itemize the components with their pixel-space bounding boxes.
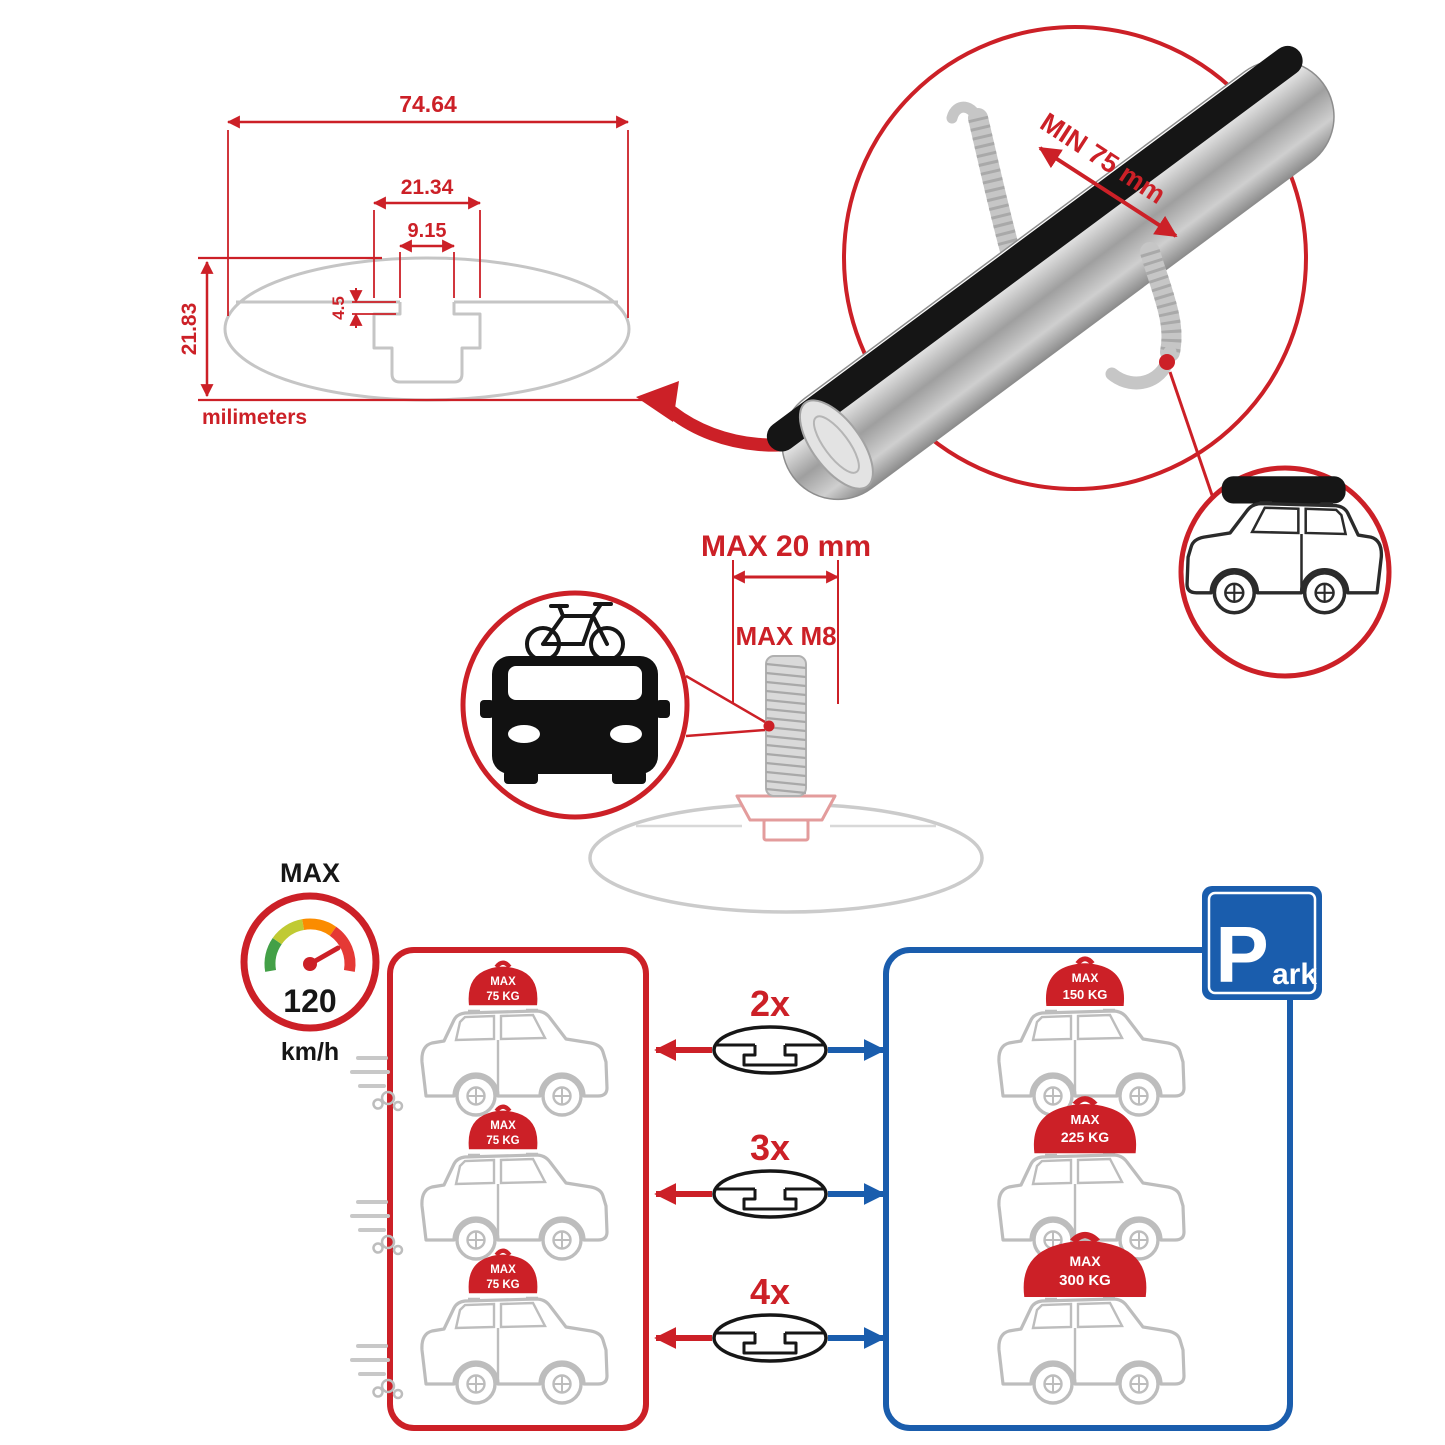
roofbox-car-circle [1178, 465, 1392, 679]
car-mirror-right [656, 700, 670, 718]
bag-max-label: MAX [490, 1120, 516, 1132]
bag-max-label: MAX [490, 1264, 516, 1276]
profile-t-slot-channel [372, 302, 482, 384]
bag-weight-value: 75 KG [486, 1279, 519, 1291]
bag-weight-value: 75 KG [486, 1135, 519, 1147]
speed-max-label: MAX [280, 858, 340, 888]
gauge-yellow [272, 919, 305, 945]
dim-lip-depth: 4.5 [329, 296, 348, 320]
bar-end-cap-inner [812, 415, 860, 474]
speed-units: km/h [281, 1038, 339, 1066]
bag-weight-value: 225 KG [1061, 1129, 1109, 1145]
bolt-callout-dot [763, 720, 775, 732]
parked-car-row-2: MAX 225 KG [997, 1099, 1186, 1261]
bag-max-label: MAX [490, 976, 516, 988]
crossbar-detail-circle: MIN 75 mm [766, 25, 1335, 501]
motion-lines [350, 1200, 404, 1256]
parking-sign: P ark [1202, 886, 1322, 1000]
bar-count-label: 4x [750, 1271, 790, 1312]
driving-car-row-1: MAX 75 KG [350, 963, 609, 1117]
dim-slot-width: 9.15 [408, 220, 447, 242]
crossbar-section-icon [712, 1025, 828, 1075]
t-nut-plate [735, 794, 837, 822]
callout-leader-line [1168, 371, 1215, 499]
bar-count-row-3: 4x [654, 1271, 886, 1363]
profile-cross-section-diagram: 74.64 21.34 9.15 4.5 21.83 milimeters [178, 91, 648, 429]
parking-sign-letter: P [1215, 910, 1268, 999]
motion-lines [350, 1056, 404, 1112]
bag-weight-value: 75 KG [486, 991, 519, 1003]
bag-max-label: MAX [1069, 1253, 1101, 1269]
bar-count-row-1: 2x [654, 983, 886, 1075]
motion-lines [350, 1344, 404, 1400]
bolt-max-length-label: MAX 20 mm [701, 530, 871, 563]
units-label: milimeters [202, 406, 307, 429]
suv-car-icon [420, 1152, 609, 1261]
car-front-icon [480, 656, 670, 784]
suv-car-icon [997, 1296, 1186, 1405]
speedometer: MAX 120 km/h [240, 858, 380, 1066]
suv-car-icon [420, 1296, 609, 1405]
bag-max-label: MAX [1071, 1112, 1100, 1127]
gauge-orange [302, 918, 337, 936]
profile-outer-ellipse [223, 256, 631, 402]
parking-sign-border [1207, 891, 1317, 995]
car-headlight-left [508, 725, 540, 743]
parking-box [883, 947, 1293, 1431]
crossbar-section-icon [712, 1169, 828, 1219]
bag-weight-value: 150 KG [1063, 987, 1108, 1002]
driving-car-row-2: MAX 75 KG [350, 1107, 609, 1261]
bolt-threads [765, 662, 807, 795]
driving-box [387, 947, 649, 1431]
speed-value: 120 [283, 983, 336, 1019]
bar-body [781, 59, 1335, 501]
roof-cargo-box [1221, 476, 1346, 504]
bag-weight-value: 300 KG [1059, 1272, 1111, 1289]
strap-lower [1140, 242, 1182, 362]
suv-car-icon [420, 1008, 609, 1117]
parked-car-row-3: MAX 300 KG [997, 1235, 1186, 1405]
crossbar-section-icon [712, 1313, 828, 1363]
car-mirror-left [480, 700, 494, 718]
bar-end-cap [798, 399, 874, 490]
callout-dot [1159, 354, 1175, 370]
min-clamp-arrow [1038, 146, 1178, 238]
bar-count-label: 2x [750, 983, 790, 1024]
driving-car-row-3: MAX 75 KG [350, 1251, 609, 1405]
dim-channel-width: 21.34 [401, 176, 454, 199]
parking-sign-panel [1202, 886, 1322, 1000]
parking-sign-suffix: ark [1272, 958, 1317, 991]
gauge-hub [303, 957, 317, 971]
bar-count-row-2: 3x [654, 1127, 886, 1219]
car-headlight-right [610, 725, 642, 743]
strap-upper-ribs [968, 115, 1022, 261]
dim-overall-width: 74.64 [399, 91, 457, 117]
callout-wedge [685, 674, 766, 738]
bolt-diagram: MAX 20 mm MAX M8 [460, 530, 984, 914]
gauge-red [329, 926, 356, 972]
bolt-max-thread-label: MAX M8 [735, 621, 836, 651]
roofbox-car [1185, 476, 1384, 615]
dim-overall-height: 21.83 [178, 303, 201, 356]
bag-max-label: MAX [1072, 971, 1099, 985]
bar-count-label: 3x [750, 1127, 790, 1168]
arrow-head [636, 381, 679, 422]
gauge-green [264, 937, 282, 972]
parked-car-row-1: MAX 150 KG [997, 959, 1186, 1117]
t-nut-tab [762, 818, 810, 842]
car-windshield [508, 666, 642, 700]
